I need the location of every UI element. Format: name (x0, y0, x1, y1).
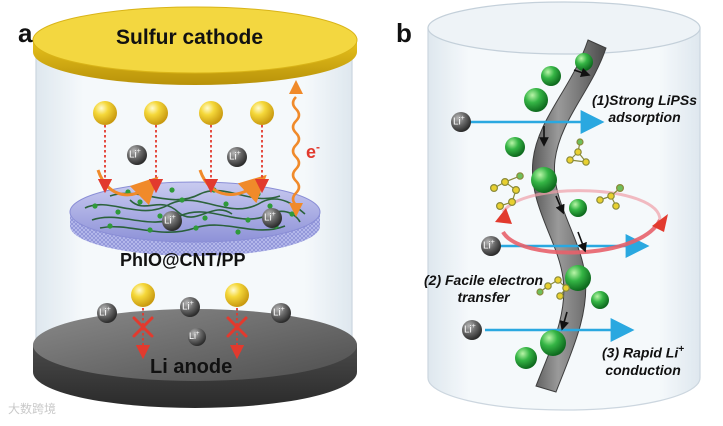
green-sphere (540, 330, 566, 356)
lips-molecule (490, 172, 524, 211)
electron-arrow-head-bottom (289, 203, 303, 217)
li-ion-label: Li+ (182, 300, 194, 313)
panel-b (427, 1, 701, 411)
ring-arrow-head-left (495, 208, 512, 224)
electron-label: e- (306, 140, 320, 163)
green-sphere (565, 265, 591, 291)
li-ion-sphere (97, 303, 117, 323)
lips-molecule (566, 138, 590, 166)
li-ion-sphere (188, 328, 206, 346)
li-ion-label: Li+ (273, 306, 285, 319)
separator-label: PhIO@CNT/PP (120, 250, 246, 270)
sulfur-drop-arrows (97, 125, 270, 194)
sulfur-sphere (93, 101, 117, 125)
sulfur-sphere (250, 101, 274, 125)
li-ion-sphere (462, 320, 482, 340)
green-sphere (531, 167, 557, 193)
electron-transfer-label: (2) Facile electron transfer (424, 272, 544, 305)
green-sphere (591, 291, 609, 309)
li-ion-sphere (162, 211, 182, 231)
li-ions (97, 112, 501, 346)
li-ion-label: Li+ (464, 323, 476, 336)
electron-arrow-head-top (289, 80, 303, 94)
li-ion-label: Li+ (264, 211, 276, 224)
li-ion-sphere (127, 145, 147, 165)
li-ion-label: Li+ (483, 239, 495, 252)
li-ion-sphere (180, 297, 200, 317)
green-sphere (575, 53, 593, 71)
li-ion-sphere (227, 147, 247, 167)
lips-molecule (596, 184, 624, 210)
electron-flow-marks (539, 67, 591, 331)
li-ion-label: Li+ (164, 214, 176, 227)
green-sphere (541, 66, 561, 86)
watermark-text: 大数跨境 (8, 402, 57, 416)
lips-molecule (536, 276, 570, 300)
green-sphere (505, 137, 525, 157)
electron-wavy-arrow (291, 96, 301, 206)
capture-arrow-left (96, 169, 159, 206)
capture-arrow-right (198, 169, 267, 204)
li-conduction-label: (3) Rapid Li+ conduction (602, 344, 685, 378)
blocked-arrows (135, 308, 245, 360)
li-ion-label: Li+ (189, 331, 200, 341)
li-ion-label: Li+ (129, 148, 141, 161)
cylinder-top-b (427, 1, 701, 55)
sulfur-sphere-blocked (225, 283, 249, 307)
sulfur-sphere (144, 101, 168, 125)
li-ion-sphere (451, 112, 471, 132)
sulfur-sphere-blocked (131, 283, 155, 307)
electron-symbol: e (306, 142, 317, 162)
panel-b-letter: b (396, 18, 412, 48)
panel-a (32, 6, 358, 408)
li-ion-sphere (271, 303, 291, 323)
li-ion-label: Li+ (453, 115, 465, 128)
cnt-tube (531, 39, 607, 393)
sulfur-cathode-disc (32, 6, 358, 74)
block-x-marks (132, 316, 248, 338)
li-ion-sphere (481, 236, 501, 256)
electron-sign: - (316, 140, 321, 154)
li-anode-label: Li anode (150, 356, 233, 378)
panel-a-letter: a (18, 18, 33, 48)
sulfur-cathode-label: Sulfur cathode (116, 26, 264, 49)
li-ion-label: Li+ (99, 306, 111, 319)
ring-arrow-head-right (652, 214, 668, 232)
green-sphere (524, 88, 548, 112)
li-ion-sphere (262, 208, 282, 228)
sulfur-sphere (199, 101, 223, 125)
adsorption-label: (1)Strong LiPSs adsorption (592, 92, 698, 125)
green-sphere (569, 199, 587, 217)
green-sphere (515, 347, 537, 369)
li-ion-label: Li+ (229, 150, 241, 163)
